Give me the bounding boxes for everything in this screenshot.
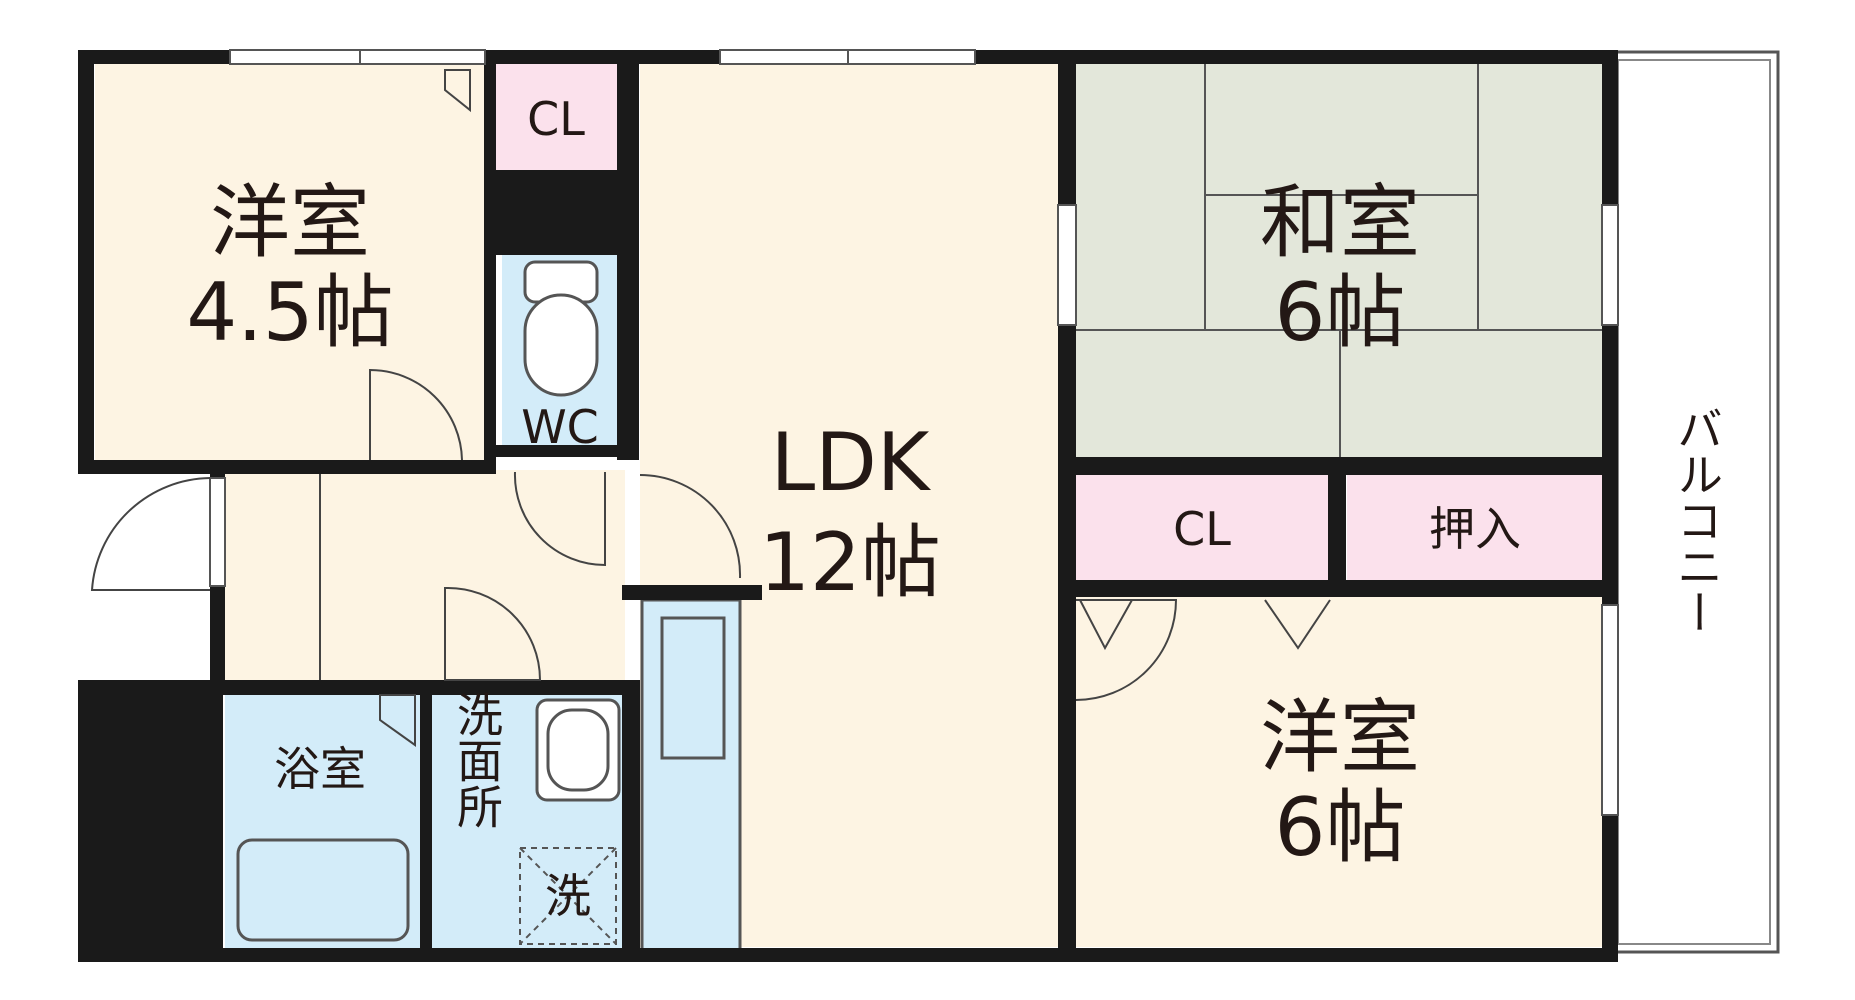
wash-basin <box>535 698 621 802</box>
western-room-small-floor <box>95 62 485 462</box>
washer-space <box>519 847 617 945</box>
doors <box>90 69 1331 747</box>
japanese-room-size: 6帖 <box>1275 266 1406 359</box>
closet-1-label: CL <box>527 92 585 146</box>
bath-label: 浴室 <box>274 742 366 796</box>
oshiire-label: 押入 <box>1429 502 1521 556</box>
ldk-label: LDK <box>771 416 932 509</box>
toilet-fixture <box>523 260 599 397</box>
western-room-large-label: 洋室 <box>1260 691 1420 784</box>
japanese-room-label: 和室 <box>1260 176 1420 269</box>
japanese-room-floor <box>1075 62 1602 457</box>
closet-2-label: CL <box>1173 502 1231 556</box>
western-room-small-size: 4.5帖 <box>186 266 393 359</box>
ldk-size: 12帖 <box>759 516 941 609</box>
entrance-hall-floor <box>225 470 625 680</box>
washroom-label: 洗面所 <box>450 691 504 829</box>
balcony-label: バルコニー <box>1670 405 1724 635</box>
bathtub <box>236 838 410 942</box>
washer-label: 洗 <box>545 869 591 923</box>
tatami-lines <box>1075 62 1602 457</box>
western-room-large-floor <box>1075 597 1602 947</box>
western-room-small-label: 洋室 <box>210 176 370 269</box>
balcony <box>1608 50 1780 954</box>
windows <box>209 49 1619 816</box>
sink <box>660 616 726 760</box>
closet-1-floor <box>493 62 618 170</box>
closet-2-floor <box>1075 475 1328 580</box>
oshiire-floor <box>1347 475 1602 580</box>
walls <box>78 50 1618 962</box>
western-room-large-size: 6帖 <box>1275 781 1406 874</box>
toilet-label: WC <box>521 400 599 454</box>
